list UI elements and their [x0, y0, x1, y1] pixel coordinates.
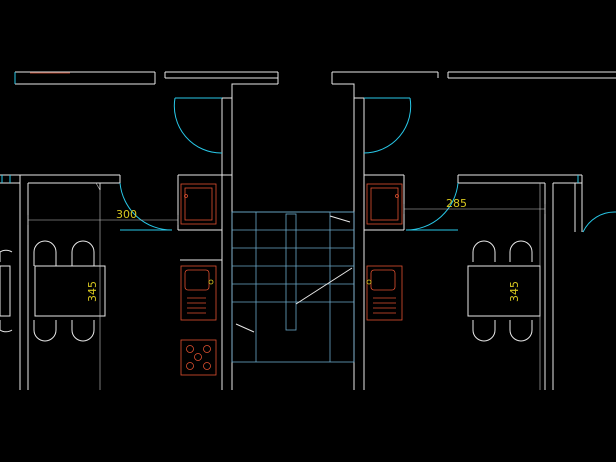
- dimension-lines: [27, 182, 546, 390]
- right-kitchen: [364, 183, 404, 321]
- right-height-dimension: 345: [508, 281, 521, 302]
- left-dining-set: [0, 240, 106, 342]
- staircase: [231, 211, 355, 363]
- right-dining-set: [467, 240, 541, 342]
- right-apartment-walls: [353, 155, 583, 390]
- left-apartment-walls: [0, 155, 233, 390]
- right-width-dimension: 285: [446, 197, 467, 210]
- left-height-dimension: 345: [86, 281, 99, 302]
- left-width-dimension: 300: [116, 208, 137, 221]
- top-walls: [14, 71, 616, 155]
- left-room-door: [119, 182, 173, 231]
- left-kitchen: [178, 183, 222, 376]
- right-room-doors: [405, 182, 616, 233]
- entrance-doors: [173, 97, 412, 154]
